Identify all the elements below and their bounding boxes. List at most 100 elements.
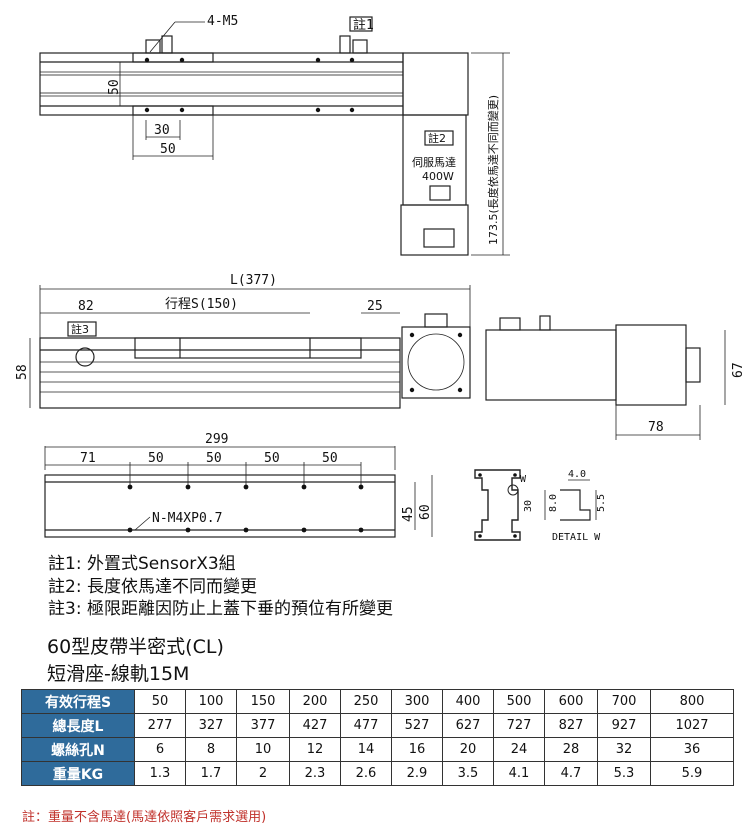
detail-4: 4.0	[568, 469, 586, 480]
table-cell: 14	[340, 737, 392, 762]
stroke-label: 行程S(150)	[165, 297, 238, 312]
table-cell: 100	[185, 689, 237, 714]
detail-title: DETAIL W	[552, 532, 601, 543]
note-1: 註1: 外置式SensorX3組	[48, 554, 236, 574]
table-cell: 36	[650, 737, 734, 762]
table-cell: 700	[597, 689, 651, 714]
table-cell: 50	[134, 689, 186, 714]
front-view-body	[39, 337, 401, 409]
table-cell: 427	[289, 713, 341, 738]
dim-78: 78	[648, 420, 664, 435]
dim-30: 30	[154, 123, 170, 138]
table-cell: 477	[340, 713, 392, 738]
dim-71: 71	[80, 451, 96, 466]
table-cell: 4.1	[493, 761, 545, 786]
dim-50-vertical: 50	[107, 79, 122, 95]
table-cell: 277	[134, 713, 186, 738]
pitch-4: 50	[322, 451, 338, 466]
dim-67: 67	[731, 362, 746, 378]
table-cell: 800	[650, 689, 734, 714]
table-cell: 200	[289, 689, 341, 714]
table-cell: 1.7	[185, 761, 237, 786]
dim-50-horizontal: 50	[160, 142, 176, 157]
table-cell: 500	[493, 689, 545, 714]
table-cell: 400	[442, 689, 494, 714]
table-cell: 250	[340, 689, 392, 714]
note1-tag-box	[349, 16, 373, 32]
table-cell: 2.3	[289, 761, 341, 786]
table-cell: 150	[236, 689, 290, 714]
model-title: 60型皮帶半密式(CL)	[47, 636, 224, 658]
table-cell: 24	[493, 737, 545, 762]
table-cell: 527	[391, 713, 443, 738]
model-subtitle: 短滑座-線軌15M	[47, 663, 190, 685]
row-header: 螺絲孔N	[21, 737, 135, 762]
dim-58: 58	[15, 364, 30, 380]
pitch-2: 50	[206, 451, 222, 466]
table-cell: 10	[236, 737, 290, 762]
table-cell: 2.6	[340, 761, 392, 786]
table-cell: 12	[289, 737, 341, 762]
dim-299: 299	[205, 432, 228, 447]
table-cell: 5.9	[650, 761, 734, 786]
table-cell: 16	[391, 737, 443, 762]
profile-section	[474, 469, 521, 541]
table-cell: 600	[544, 689, 598, 714]
note2-tag: 註2	[428, 132, 446, 145]
table-cell: 2	[236, 761, 290, 786]
table-cell: 6	[134, 737, 186, 762]
detail-w-outline	[560, 489, 591, 521]
dim-25: 25	[367, 299, 383, 314]
note1-tag: 註1	[353, 18, 374, 33]
table-cell: 827	[544, 713, 598, 738]
detail-8: 8.0	[548, 494, 559, 512]
table-cell: 1027	[650, 713, 734, 738]
motor-name: 伺服馬達	[412, 156, 456, 169]
row-header: 總長度L	[21, 713, 135, 738]
notes-list: 註1: 外置式SensorX3組 註2: 長度依馬達不同而變更 註3: 極限距離…	[48, 553, 393, 621]
pitch-1: 50	[148, 451, 164, 466]
motor-power: 400W	[422, 170, 454, 183]
note2-tag-box	[424, 130, 454, 146]
detail-5-5: 5.5	[596, 494, 607, 512]
table-cell: 1.3	[134, 761, 186, 786]
table-cell: 20	[442, 737, 494, 762]
bottom-view-body	[44, 474, 396, 538]
table-cell: 300	[391, 689, 443, 714]
table-cell: 927	[597, 713, 651, 738]
note-3: 註3: 極限距離因防止上蓋下垂的預位有所變更	[48, 599, 393, 619]
note3-tag: 註3	[71, 323, 89, 336]
m5-label: 4-M5	[207, 14, 238, 29]
table-cell: 377	[236, 713, 290, 738]
pitch-3: 50	[264, 451, 280, 466]
hole-spec: N-M4XP0.7	[152, 511, 222, 526]
weight-footnote: 註：重量不含馬達(馬達依照客戶需求選用)	[22, 810, 267, 825]
total-length: L(377)	[230, 273, 277, 288]
table-cell: 8	[185, 737, 237, 762]
table-cell: 727	[493, 713, 545, 738]
row-header: 重量KG	[21, 761, 135, 786]
table-cell: 32	[597, 737, 651, 762]
table-cell: 327	[185, 713, 237, 738]
table-cell: 5.3	[597, 761, 651, 786]
table-cell: 4.7	[544, 761, 598, 786]
table-cell: 3.5	[442, 761, 494, 786]
dim-45: 45	[401, 506, 416, 522]
dim-82: 82	[78, 299, 94, 314]
detail-30: 30	[523, 500, 534, 512]
table-cell: 28	[544, 737, 598, 762]
length-note: 173.5(長度依馬達不同而變更)	[486, 95, 500, 245]
table-cell: 2.9	[391, 761, 443, 786]
detail-w-tag: W	[520, 474, 527, 485]
row-header: 有效行程S	[21, 689, 135, 714]
note3-tag-box	[67, 321, 97, 337]
dim-60: 60	[418, 504, 433, 520]
table-cell: 627	[442, 713, 494, 738]
note-2: 註2: 長度依馬達不同而變更	[48, 576, 257, 597]
